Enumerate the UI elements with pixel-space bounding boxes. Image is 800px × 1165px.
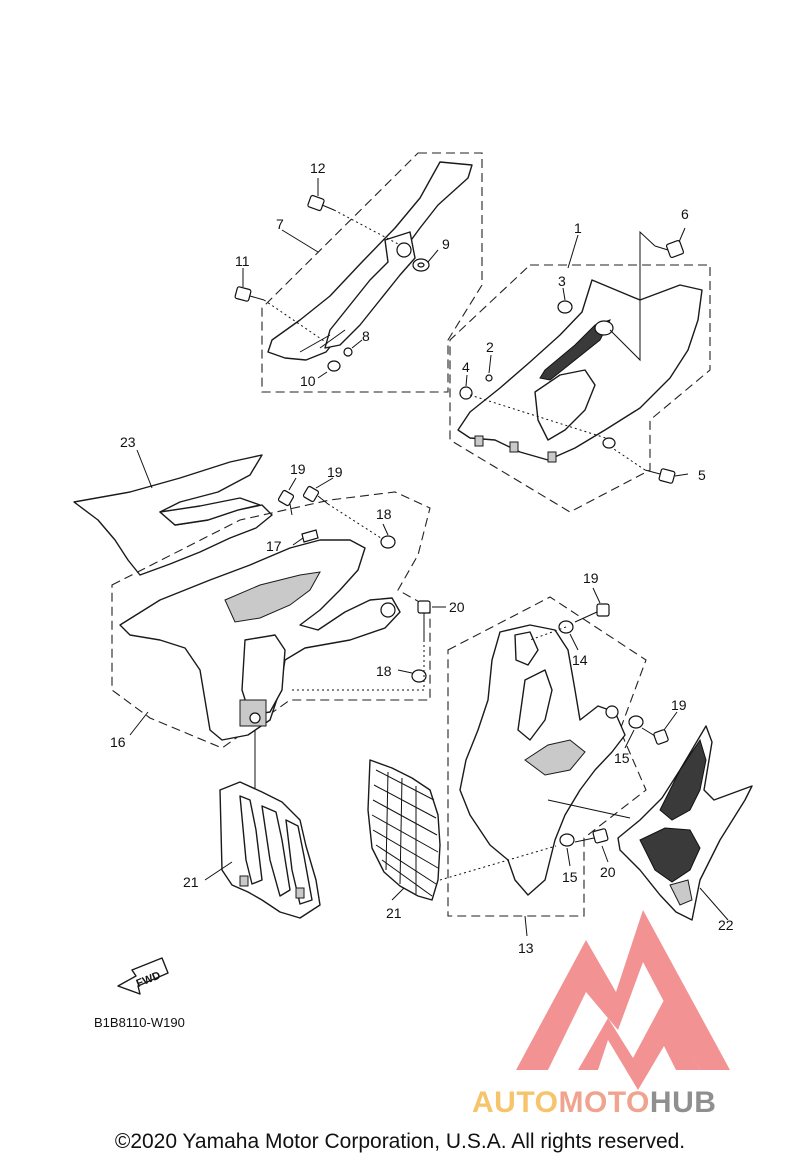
fwd-arrow-icon: FWD xyxy=(117,957,169,995)
callout-labels: 1 2 3 4 5 6 7 8 9 10 11 12 13 14 15 15 1… xyxy=(110,160,734,956)
part-21-louver-right xyxy=(367,759,441,901)
part-7-bracket xyxy=(324,231,416,349)
part-13-vent xyxy=(524,739,586,776)
callout-20a: 20 xyxy=(449,599,465,615)
callout-19a: 19 xyxy=(290,461,306,477)
grommet-hole xyxy=(396,242,412,258)
grommet-18a xyxy=(380,535,396,549)
bolt-12 xyxy=(307,194,335,212)
bolt-5 xyxy=(644,468,676,484)
callout-11: 11 xyxy=(235,253,250,269)
copyright-footer: ©2020 Yamaha Motor Corporation, U.S.A. A… xyxy=(114,1130,686,1153)
bolt-19c xyxy=(574,603,610,623)
callout-15b: 15 xyxy=(562,869,578,885)
dashed-group-box-1 xyxy=(449,264,711,513)
logo-mark-icon xyxy=(516,910,730,1090)
bolt-19b xyxy=(302,485,329,505)
dashed-group-box-13 xyxy=(447,596,647,917)
part-1-recess xyxy=(534,369,596,441)
callout-23: 23 xyxy=(120,434,136,450)
callout-14: 14 xyxy=(572,652,588,668)
grommet-15a xyxy=(628,715,644,729)
svg-text:AUTOMOTOHUB: AUTOMOTOHUB xyxy=(472,1086,716,1119)
callout-19b: 19 xyxy=(327,464,343,480)
automotohub-logo: AUTOMOTOHUB xyxy=(472,910,730,1119)
part-7-frame-cover xyxy=(267,161,473,361)
part-1-side-cover xyxy=(457,279,703,461)
collar-2 xyxy=(485,374,493,382)
callout-20b: 20 xyxy=(600,864,616,880)
callout-17: 17 xyxy=(266,538,282,554)
callout-18b: 18 xyxy=(376,663,392,679)
part-22-decal xyxy=(617,725,753,921)
callout-2: 2 xyxy=(486,339,494,355)
grommet-15b xyxy=(559,833,575,847)
callout-1: 1 xyxy=(574,220,582,236)
dashed-group-box-16 xyxy=(111,491,431,749)
bolt-19d xyxy=(641,727,669,745)
part-1-assembly xyxy=(449,227,711,513)
callout-21b: 21 xyxy=(386,905,402,921)
callout-8: 8 xyxy=(362,328,370,344)
callout-18a: 18 xyxy=(376,506,392,522)
callout-5: 5 xyxy=(698,467,706,483)
grommet-3 xyxy=(557,300,573,314)
callout-7: 7 xyxy=(276,216,284,232)
callout-22: 22 xyxy=(718,917,734,933)
brand-text-hub: HUB xyxy=(650,1086,717,1119)
washer-10 xyxy=(327,360,341,372)
part-16-louver xyxy=(241,634,286,716)
part-13-assembly xyxy=(439,587,678,937)
drawing-code: B1B8110-W190 xyxy=(94,1015,185,1030)
bolt-20a xyxy=(417,600,431,640)
part-21-louver-left xyxy=(204,730,321,919)
part-22-graphic xyxy=(617,725,753,921)
brand-text-auto: AUTO xyxy=(472,1086,558,1119)
callout-9: 9 xyxy=(442,236,450,252)
part-7-assembly xyxy=(234,152,483,393)
clip-17 xyxy=(301,529,319,543)
callout-21a: 21 xyxy=(183,874,199,890)
grille-lines xyxy=(371,769,439,897)
callout-13: 13 xyxy=(518,940,534,956)
part-1-inner-slot xyxy=(539,319,611,381)
dashed-group-box-7 xyxy=(261,152,483,393)
bolt-6 xyxy=(654,239,685,259)
part-16-assembly xyxy=(111,477,446,749)
callout-4: 4 xyxy=(462,359,470,375)
grommet-hole-16 xyxy=(380,602,396,618)
collar-8 xyxy=(343,347,353,357)
brand-text-moto: MOTO xyxy=(558,1086,649,1119)
part-23-decal xyxy=(73,449,273,576)
grommet-18b xyxy=(411,669,427,683)
bolt-19a xyxy=(277,489,295,516)
callout-3: 3 xyxy=(558,273,566,289)
bolt-20b xyxy=(574,828,609,844)
grommet-3-hole xyxy=(594,320,614,336)
callout-12: 12 xyxy=(310,160,326,176)
callout-10: 10 xyxy=(300,373,316,389)
callout-16: 16 xyxy=(110,734,126,750)
grommet-4 xyxy=(459,386,473,400)
callout-15a: 15 xyxy=(614,750,630,766)
callout-6: 6 xyxy=(681,206,689,222)
callout-19d: 19 xyxy=(671,697,687,713)
bolt-11 xyxy=(234,286,265,302)
callout-19c: 19 xyxy=(583,570,599,586)
